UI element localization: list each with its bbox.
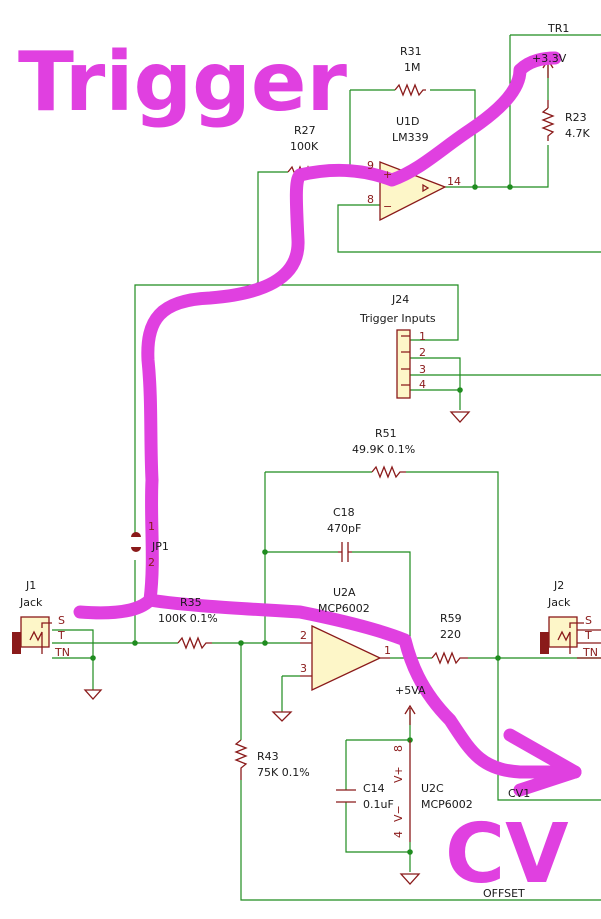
r35-ref: R35 <box>180 596 202 609</box>
j1-ref: J1 <box>25 579 36 592</box>
v5a-label: +5VA <box>395 684 426 697</box>
u2c-vplus: V+ <box>392 766 405 783</box>
r59-ref: R59 <box>440 612 462 625</box>
connector-j24 <box>396 329 411 399</box>
r35-value: 100K 0.1% <box>158 612 218 625</box>
r27-value: 100K <box>290 140 319 153</box>
ground-j1 <box>83 689 103 700</box>
jp1-ref: JP1 <box>151 540 169 553</box>
ground-j24 <box>449 411 471 423</box>
cv-title: CV <box>445 807 569 902</box>
r23-value: 4.7K <box>565 127 590 140</box>
offset-label: OFFSET <box>483 887 525 900</box>
j1-pin-s: S <box>58 614 65 627</box>
jack-j2 <box>540 616 601 659</box>
highlight-signal-path <box>73 51 582 797</box>
j2-pin-s: S <box>585 614 592 627</box>
power-5va-symbol <box>404 704 416 725</box>
capacitor-c18 <box>338 542 352 562</box>
j2-ref: J2 <box>553 579 564 592</box>
c14-ref: C14 <box>363 782 385 795</box>
resistor-r35 <box>177 636 212 650</box>
j1-pin-tn: TN <box>54 646 70 659</box>
ground-u2c <box>399 873 421 885</box>
u1d-minus: − <box>383 200 392 213</box>
jp1-pin1: 1 <box>148 520 155 533</box>
c18-value: 470pF <box>327 522 361 535</box>
u2a-pin1: 1 <box>384 644 391 657</box>
trigger-title: Trigger <box>18 35 347 130</box>
c18-ref: C18 <box>333 506 355 519</box>
j1-value: Jack <box>19 596 43 609</box>
jack-j1 <box>12 616 52 654</box>
j2-value: Jack <box>547 596 571 609</box>
jumper-jp1 <box>131 532 141 552</box>
c14-value: 0.1uF <box>363 798 394 811</box>
u2a-value: MCP6002 <box>318 602 370 615</box>
cv1-label: CV1 <box>508 787 530 800</box>
u1d-pin14: 14 <box>447 175 461 188</box>
u2c-value: MCP6002 <box>421 798 473 811</box>
r43-value: 75K 0.1% <box>257 766 310 779</box>
u2a-pin3: 3 <box>300 662 307 675</box>
u2c-pin4: 4 <box>392 831 405 838</box>
wires <box>52 34 601 901</box>
u1d-pin8: 8 <box>367 193 374 206</box>
resistor-r23 <box>541 100 555 141</box>
r31-value: 1M <box>404 61 421 74</box>
resistor-r59 <box>431 651 468 665</box>
resistor-r51 <box>371 465 406 479</box>
j24-pin2: 2 <box>419 346 426 359</box>
u1d-plus: + <box>383 168 392 181</box>
u2a-pin2: 2 <box>300 629 307 642</box>
r31-ref: R31 <box>400 45 422 58</box>
u1d-ref: U1D <box>396 115 420 128</box>
u2c-vminus: V− <box>392 805 405 822</box>
v33-label: +3.3V <box>532 52 567 65</box>
u1d-value: LM339 <box>392 131 429 144</box>
r27-ref: R27 <box>294 124 316 137</box>
resistor-r31 <box>394 83 426 97</box>
resistor-r43 <box>234 739 248 780</box>
r51-value: 49.9K 0.1% <box>352 443 415 456</box>
j24-pin1: 1 <box>419 330 426 343</box>
tr1-label: TR1 <box>547 22 569 35</box>
j24-pin3: 3 <box>419 363 426 376</box>
u2a-ref: U2A <box>333 586 356 599</box>
ground-u2a <box>271 711 293 722</box>
j1-pin-t: T <box>57 629 65 642</box>
j24-ref: J24 <box>391 293 409 306</box>
r51-ref: R51 <box>375 427 397 440</box>
r23-ref: R23 <box>565 111 587 124</box>
r59-value: 220 <box>440 628 461 641</box>
jp1-pin2: 2 <box>148 556 155 569</box>
u2c-pin8: 8 <box>392 745 405 752</box>
opamp-u2a <box>300 624 390 692</box>
j24-value: Trigger Inputs <box>359 312 436 325</box>
j24-pin4: 4 <box>419 378 426 391</box>
j2-pin-t: T <box>584 629 592 642</box>
j2-pin-tn: TN <box>582 646 598 659</box>
u2c-ref: U2C <box>421 782 444 795</box>
capacitor-c14 <box>336 789 356 803</box>
r43-ref: R43 <box>257 750 279 763</box>
u1d-pin9: 9 <box>367 159 374 172</box>
